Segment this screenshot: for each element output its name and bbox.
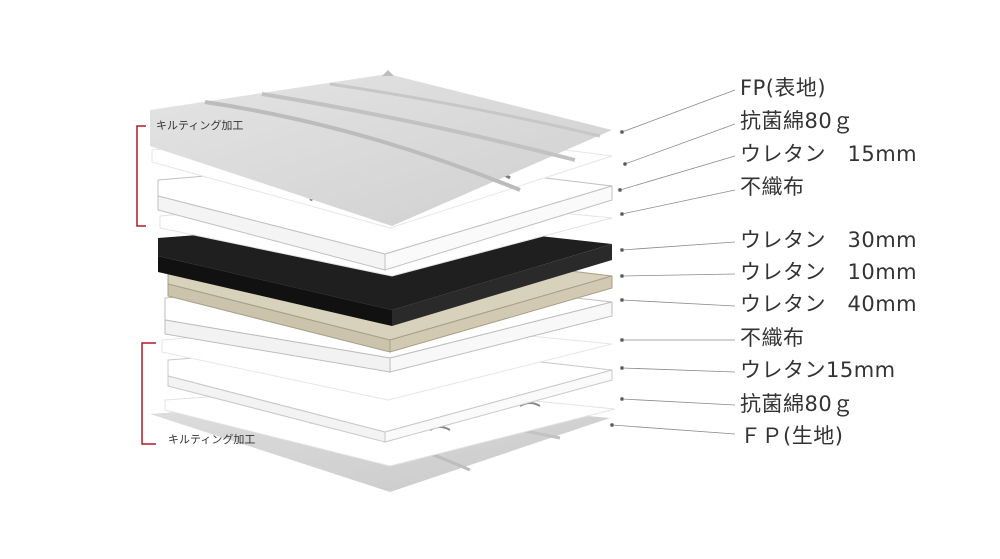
label-urethane-40: ウレタン 40mm	[740, 292, 918, 316]
label-fp-bottom: ＦＰ(生地)	[740, 424, 844, 448]
layer-fp-top	[150, 70, 612, 226]
quilting-label-top: キルティング加工	[156, 119, 244, 132]
label-urethane-15-bottom: ウレタン15mm	[740, 358, 896, 382]
leader-lines	[610, 89, 736, 435]
label-nonwoven-bottom: 不織布	[740, 326, 805, 350]
label-cotton-bottom: 抗菌綿80ｇ	[740, 392, 854, 416]
label-urethane-30: ウレタン 30mm	[740, 228, 918, 252]
label-urethane-10: ウレタン 10mm	[740, 260, 918, 284]
label-cotton-top: 抗菌綿80ｇ	[740, 109, 854, 133]
quilting-bracket-top	[136, 125, 146, 227]
quilting-bracket-bottom	[141, 342, 156, 445]
label-fp-top: FP(表地)	[740, 76, 827, 100]
quilting-label-bottom: キルティング加工	[168, 433, 256, 446]
label-nonwoven-top: 不織布	[740, 175, 805, 199]
label-urethane-15-top: ウレタン 15mm	[740, 142, 918, 166]
